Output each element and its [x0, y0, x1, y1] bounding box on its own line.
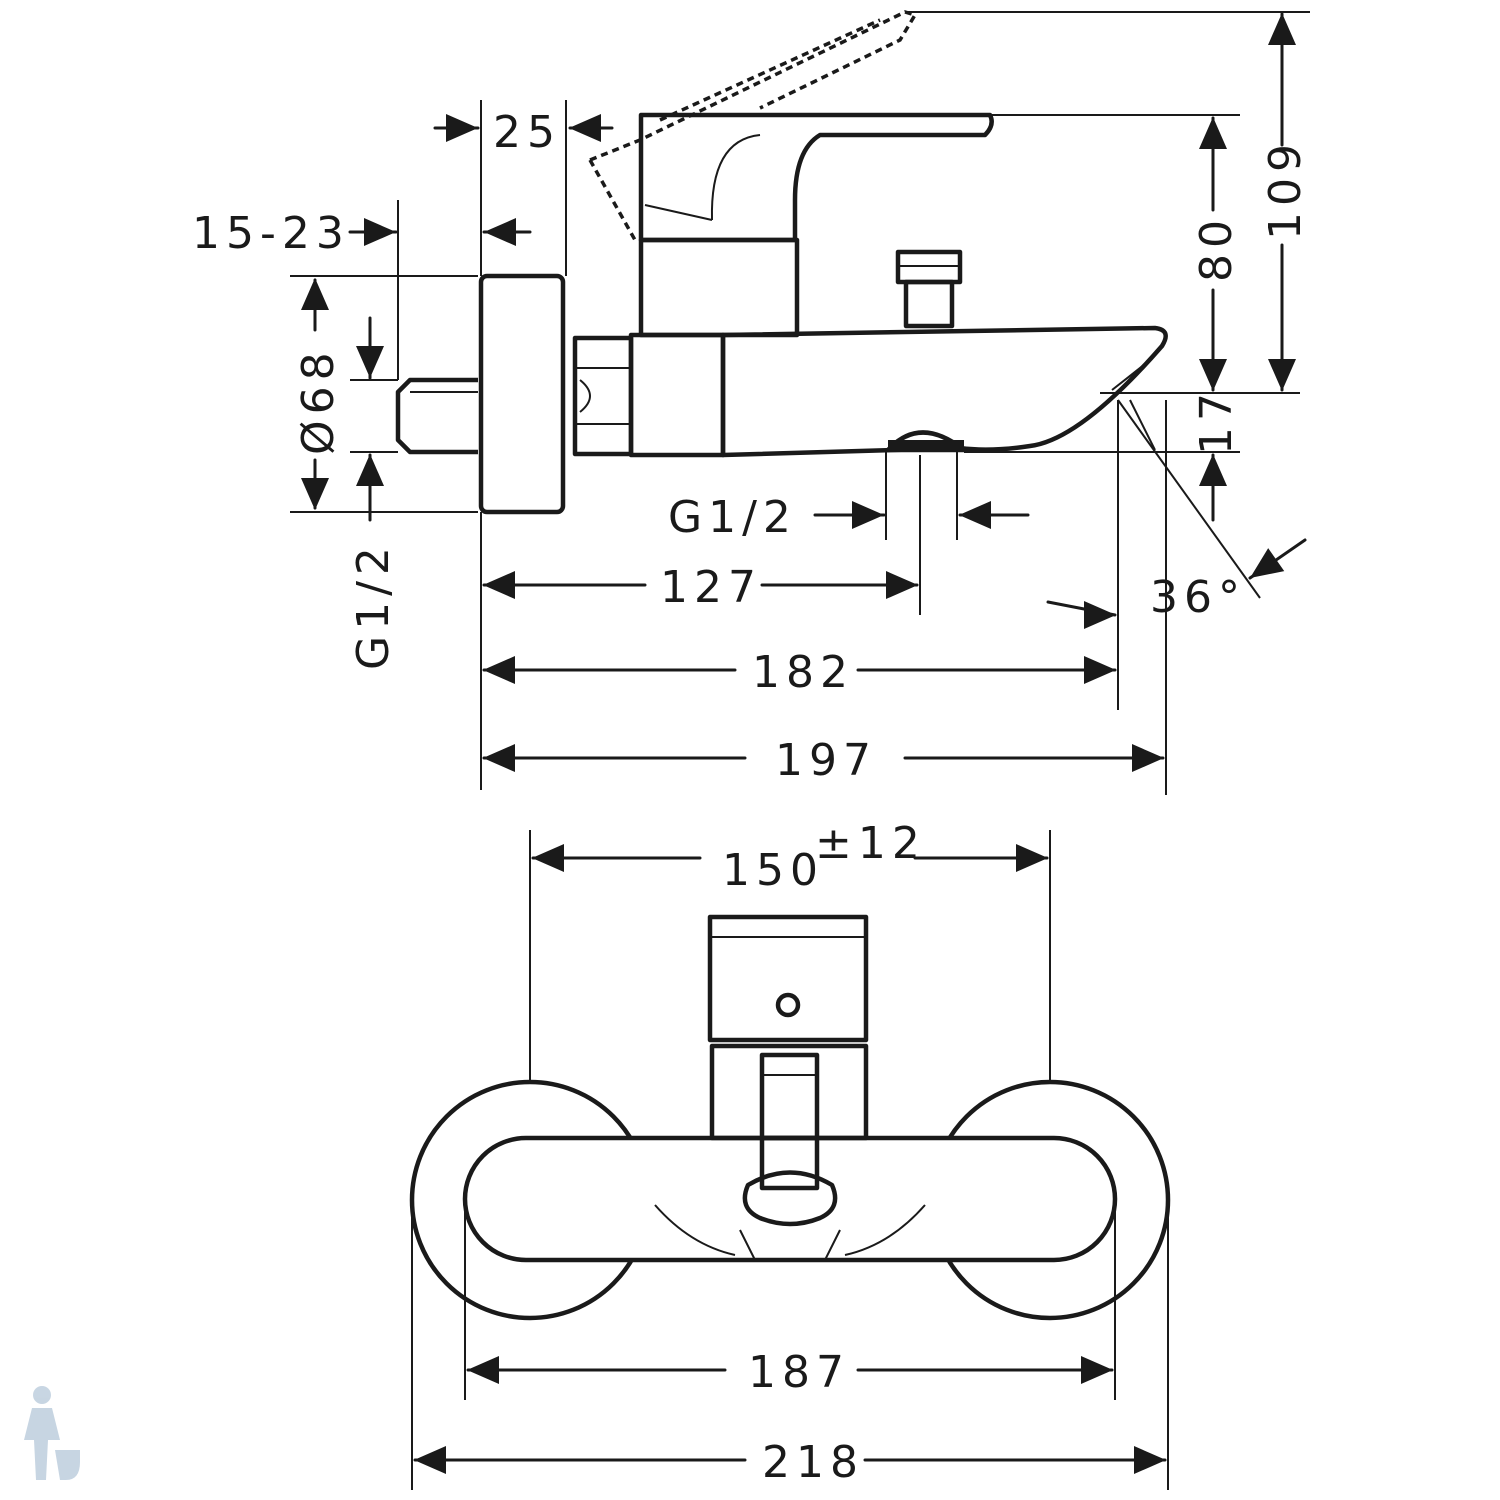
- side-view: [395, 10, 1168, 515]
- spout-front: [759, 1135, 820, 1191]
- spout: [720, 325, 1168, 458]
- dim-17: 17: [1191, 387, 1242, 455]
- diverter-stem: [903, 279, 955, 329]
- dim-150-tolerance: ±12: [815, 818, 926, 869]
- cartridge-front: [709, 1043, 869, 1141]
- front-view: [409, 914, 1171, 1321]
- lever-handle: [638, 112, 994, 243]
- dim-150: 150: [722, 845, 824, 896]
- aerator-front: [742, 1170, 838, 1227]
- wall-rosette: [478, 273, 566, 515]
- dim-197: 197: [775, 735, 877, 786]
- dim-g12-inlet: G1/2: [348, 541, 399, 670]
- front-view-dimensions: 150 ±12 187 218: [411, 818, 1169, 1490]
- dim-15-23: 15-23: [192, 208, 350, 259]
- cartridge-housing: [638, 237, 800, 338]
- dim-127: 127: [660, 562, 762, 613]
- lever-indicator: [775, 992, 801, 1018]
- connection-pipe: [395, 377, 478, 455]
- dim-80: 80: [1191, 214, 1242, 282]
- lever-front: [707, 914, 869, 1043]
- dim-218: 218: [762, 1437, 864, 1488]
- dim-187: 187: [748, 1347, 850, 1398]
- side-view-dimensions: 25 15-23 Ø68 G1/2 G1/2 127: [192, 11, 1311, 795]
- dim-angle36: 36°: [1150, 572, 1246, 623]
- dim-109: 109: [1260, 138, 1311, 240]
- lever-raised-outline: [589, 10, 918, 162]
- dim-182: 182: [752, 647, 854, 698]
- hex-nut: [572, 335, 634, 457]
- mixer-body: [628, 332, 726, 458]
- dim-25: 25: [493, 107, 561, 158]
- plumber-logo-icon: [24, 1386, 80, 1480]
- dim-g12-outlet: G1/2: [668, 492, 797, 543]
- dim-dia68: Ø68: [293, 346, 344, 455]
- diverter-front: [759, 1052, 820, 1141]
- mixer-body-front: [462, 1135, 1118, 1263]
